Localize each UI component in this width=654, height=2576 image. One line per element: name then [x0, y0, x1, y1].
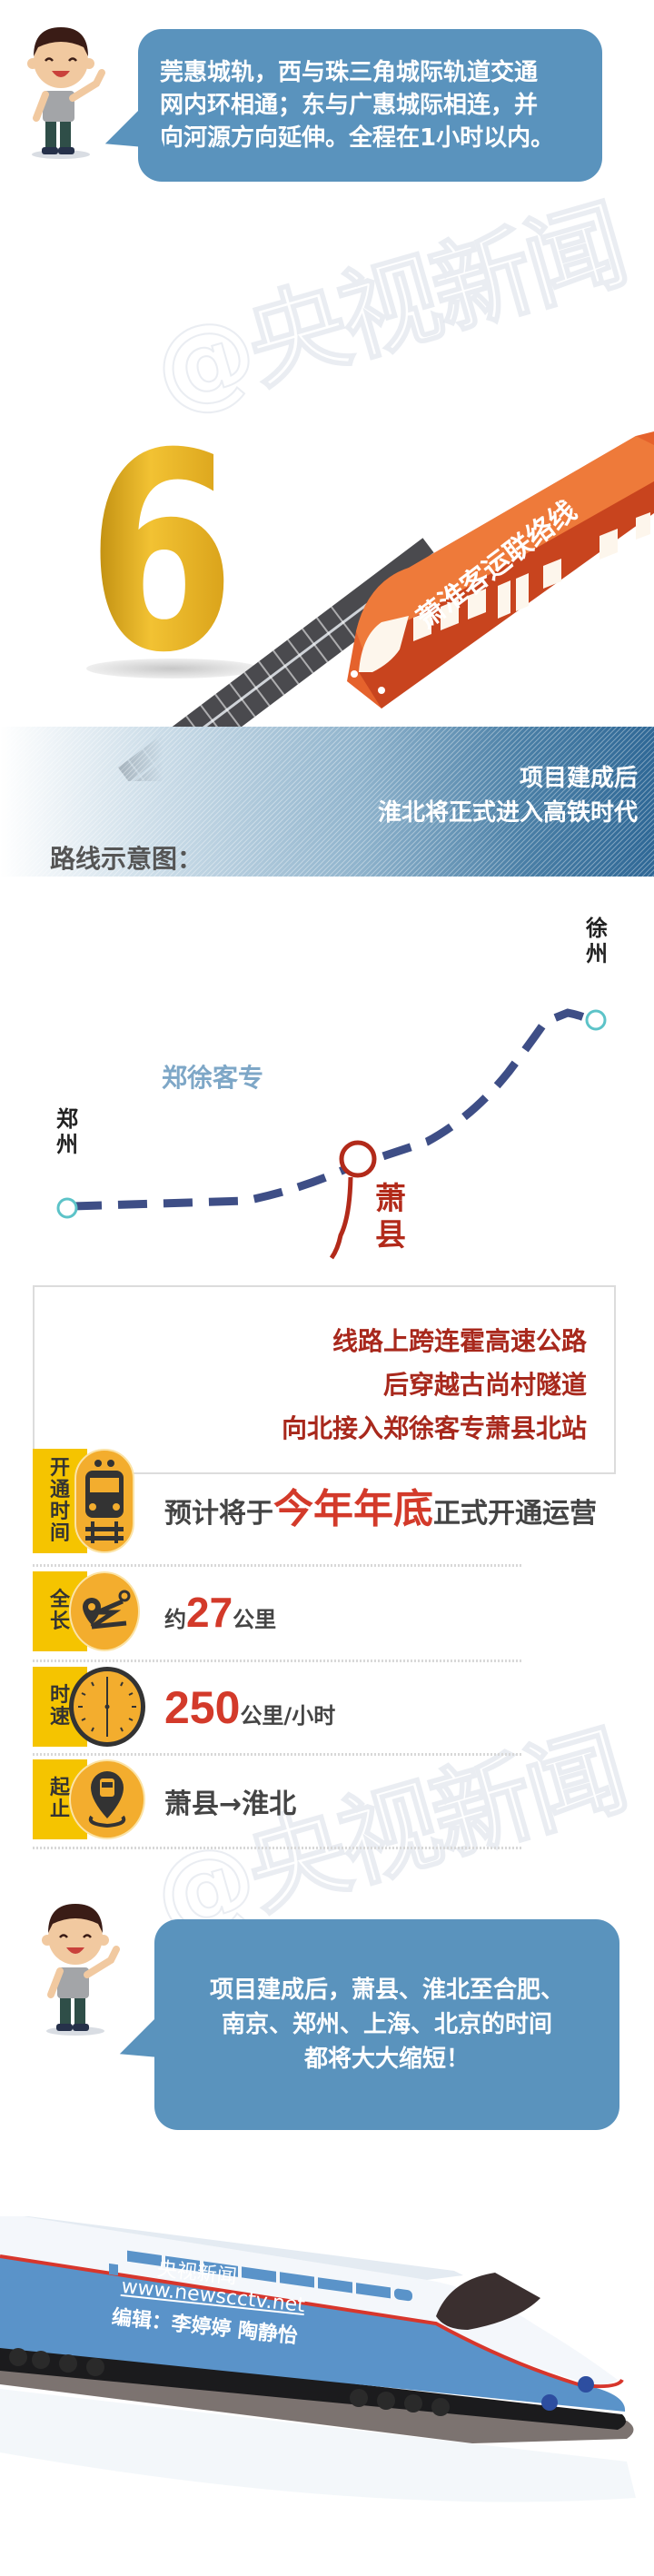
outro-speech-bubble: 项目建成后，萧县、淮北至合肥、 南京、郑州、上海、北京的时间 都将大大缩短！: [111, 1919, 619, 2130]
intro-line: 莞惠城轨，西与珠三角城际轨道交通: [160, 59, 539, 86]
station-zhengzhou: [56, 1197, 78, 1219]
cartoon-boy-icon: [27, 27, 105, 159]
note-line: 线路上跨连霍高速公路: [332, 1326, 587, 1356]
stat-text: 萧县→淮北: [164, 1788, 297, 1820]
note-line: 向北接入郑徐客专萧县北站: [281, 1413, 587, 1443]
outro-line: 项目建成后，萧县、淮北至合肥、: [209, 1977, 564, 2004]
headline-banner: 项目建成后 淮北将正式进入高铁时代: [0, 727, 654, 877]
line-label: 郑徐客专: [162, 1063, 264, 1093]
stat-speed: 时速 250公里/小时: [33, 1667, 523, 1747]
outro-line: 都将大大缩短！: [303, 2046, 470, 2073]
banner-line: 项目建成后: [519, 765, 638, 792]
station-name: 萧县: [375, 1181, 406, 1253]
station-name: 郑州: [56, 1106, 78, 1157]
divider: [33, 1660, 521, 1662]
number-shadow: [86, 659, 259, 679]
bullet-train-illustration: 央视新闻 www.newscctv.net 编辑：李婷婷 陶静怡: [0, 2213, 654, 2572]
stat-text: 约27公里: [164, 1589, 277, 1636]
station-xuzhou: [585, 1009, 607, 1031]
divider: [33, 1847, 521, 1849]
intro-line: 网内环相通；东与广惠城际相连，并: [160, 92, 539, 119]
outro-line: 南京、郑州、上海、北京的时间: [221, 2011, 552, 2038]
route-map-title: 路线示意图：: [50, 844, 203, 874]
clock-icon: [69, 1667, 145, 1747]
label-zhengzhou: 郑州: [56, 1106, 78, 1157]
divider: [33, 1564, 521, 1567]
location-pin-icon: [69, 1759, 145, 1839]
hero-number: 6: [87, 395, 235, 712]
train-front-icon: [74, 1449, 134, 1553]
orange-train-illustration: [118, 431, 654, 781]
station-xiaoxian: [339, 1140, 377, 1178]
intro-speech-bubble: 莞惠城轨，西与珠三角城际轨道交通 网内环相通；东与广惠城际相连，并 向河源方向延…: [96, 29, 602, 182]
stat-opening-time: 开通 时间 预计将于今年年底正式开通运营: [33, 1449, 597, 1553]
stat-text: 预计将于今年年底正式开通运营: [164, 1486, 597, 1532]
divider: [33, 1753, 521, 1756]
stat-length: 全长 约27公里: [33, 1571, 523, 1651]
banner-line: 淮北将正式进入高铁时代: [377, 799, 638, 827]
route-note-box: 线路上跨连霍高速公路 后穿越古尚村隧道 向北接入郑徐客专萧县北站: [33, 1285, 616, 1474]
note-line: 后穿越古尚村隧道: [382, 1370, 587, 1400]
label-xuzhou: 徐州: [586, 916, 608, 966]
station-name: 徐州: [586, 916, 608, 966]
map-route-icon: [69, 1571, 140, 1651]
cartoon-boy-icon: [42, 1904, 120, 2036]
label-xiaoxian: 萧县: [375, 1181, 408, 1253]
stat-text: 250公里/小时: [164, 1682, 336, 1733]
route-map: [56, 1008, 607, 1260]
stat-endpoints: 起止 萧县→淮北: [33, 1759, 523, 1839]
intro-line: 向河源方向延伸。全程在1小时以内。: [160, 124, 555, 152]
